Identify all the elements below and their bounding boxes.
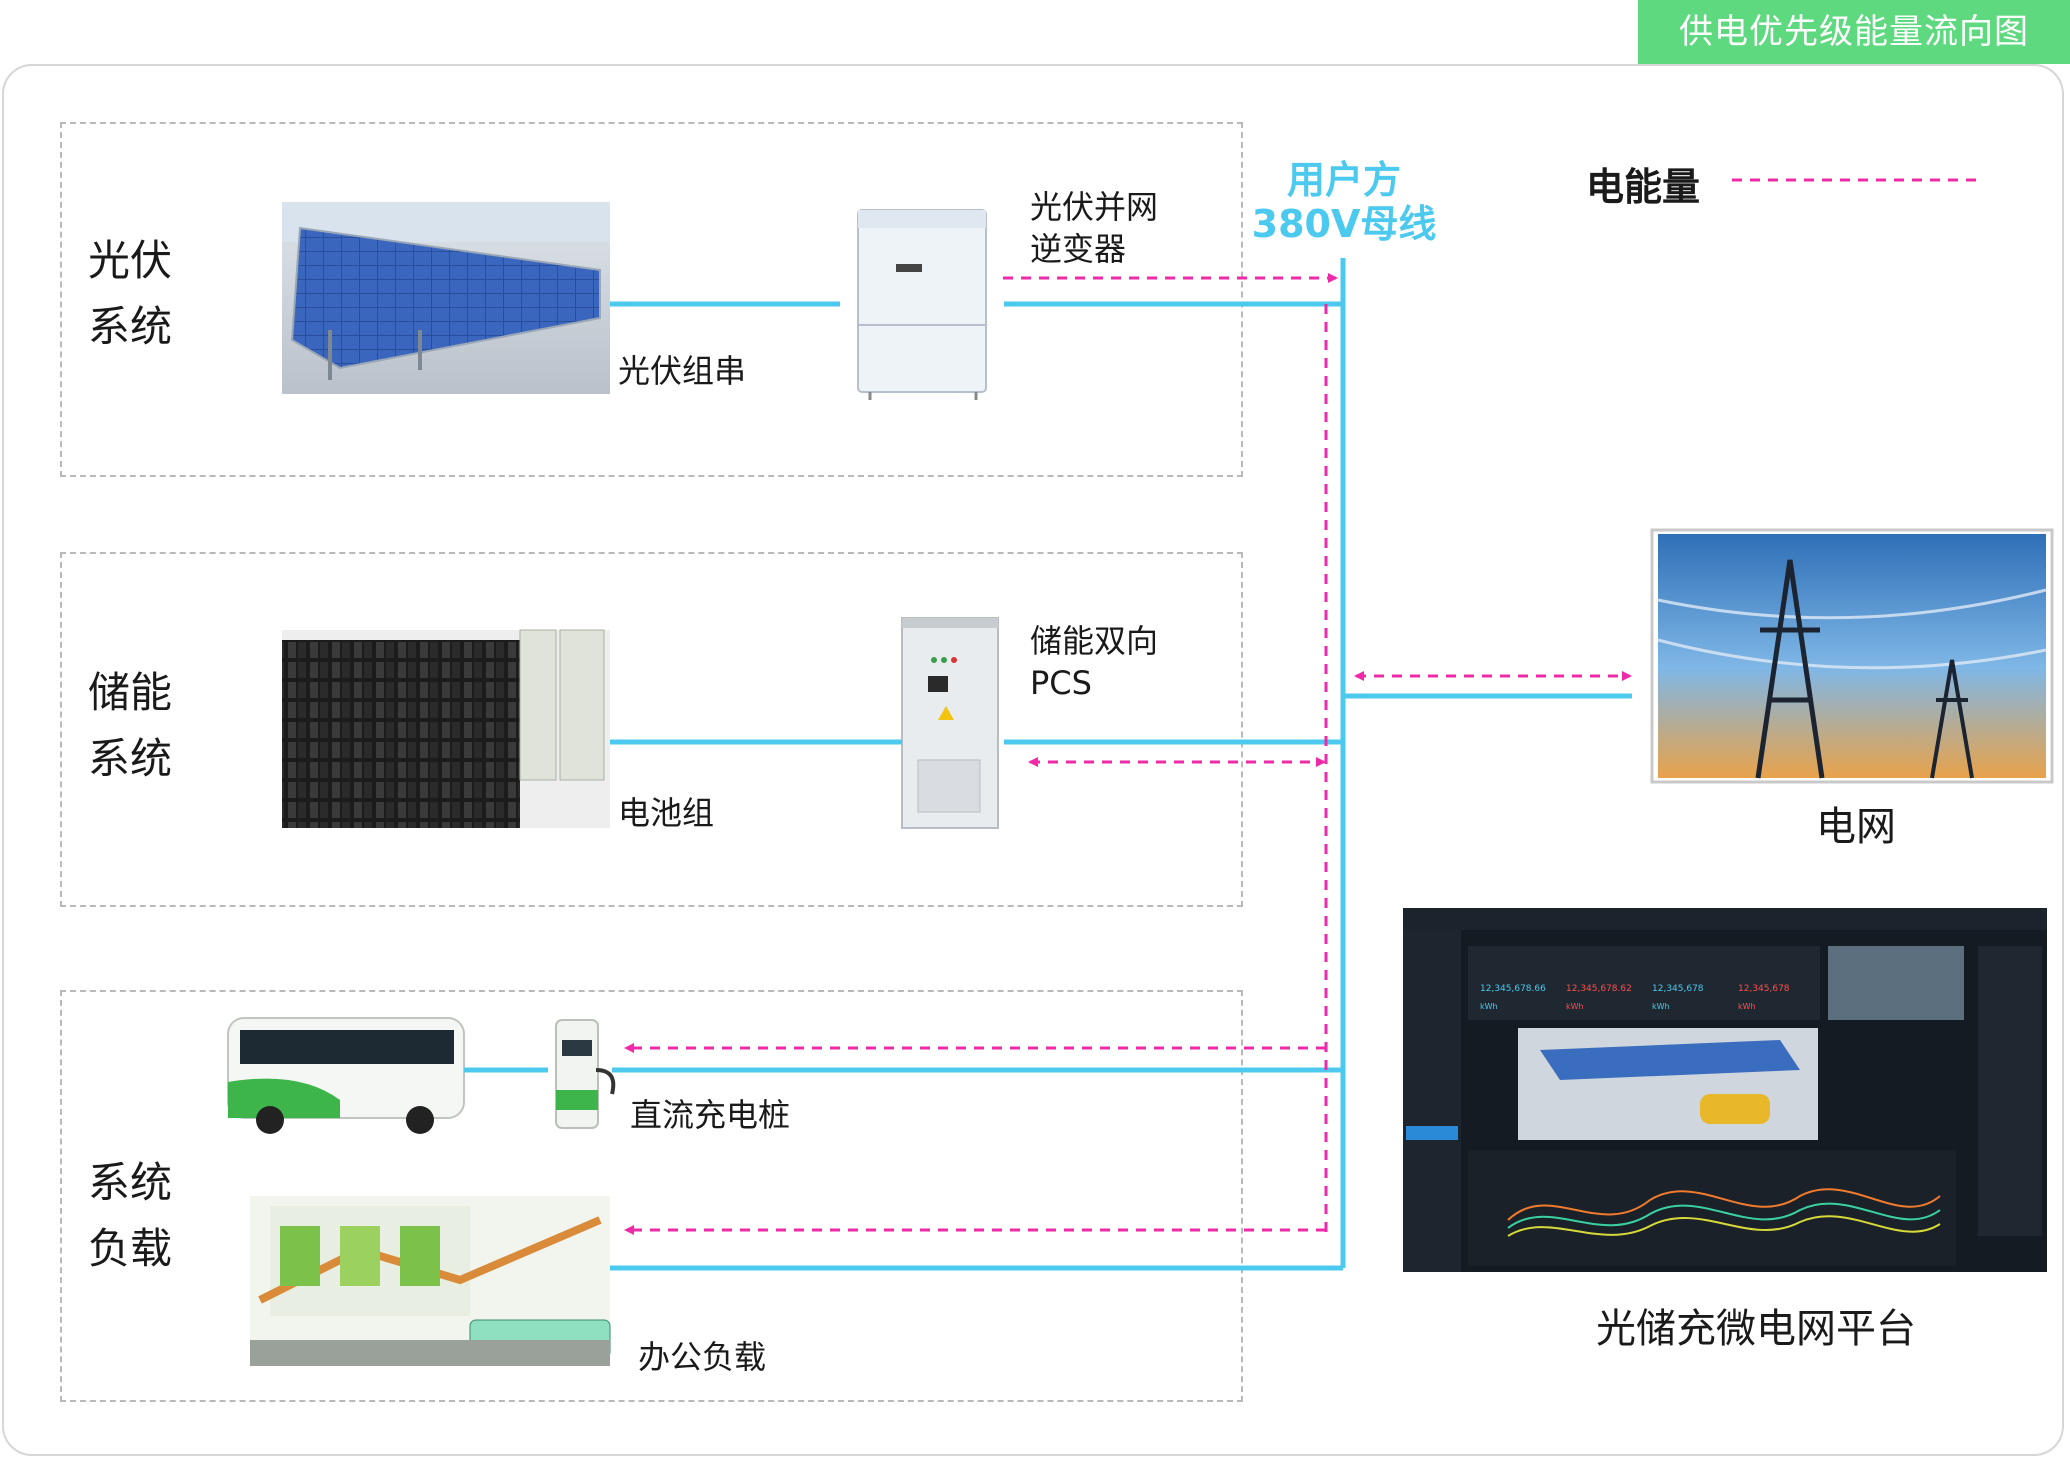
load-system-box <box>60 990 1243 1402</box>
platform-unit-2: kWh <box>1566 1002 1584 1011</box>
diagram-frame <box>2 64 2064 1456</box>
storage-system-box <box>60 552 1243 907</box>
platform-unit-3: kWh <box>1652 1002 1670 1011</box>
battery-bank-image <box>282 629 610 828</box>
platform-unit-1: kWh <box>1480 1002 1498 1011</box>
platform-value-1: 12,345,678.66 <box>1480 984 1546 994</box>
legend-label: 电能量 <box>1586 165 1701 209</box>
pcs-cabinet-image <box>901 617 999 829</box>
grid-label: 电网 <box>1816 804 1896 850</box>
pv-string-label: 光伏组串 <box>618 352 747 390</box>
charger-label: 直流充电桩 <box>630 1096 791 1134</box>
power-grid-image <box>1650 528 2054 784</box>
dc-charger-image <box>555 1019 616 1129</box>
platform-value-3: 12,345,678 <box>1652 984 1704 994</box>
platform-dashboard-image <box>1403 908 2047 1272</box>
platform-unit-4: kWh <box>1738 1002 1756 1011</box>
platform-value-2: 12,345,678.62 <box>1566 984 1632 994</box>
pv-system-box <box>60 122 1243 477</box>
battery-label: 电池组 <box>618 794 715 832</box>
pv-string-image <box>282 202 610 394</box>
electric-bus-image <box>227 1017 465 1134</box>
office-label: 办公负载 <box>638 1338 767 1376</box>
bus-label: 用户方 380V母线 <box>1251 158 1437 246</box>
energy-flow-lines <box>624 178 1982 1235</box>
pcs-label: 储能双向 PCS <box>1030 622 1159 702</box>
platform-value-4: 12,345,678 <box>1738 984 1790 994</box>
storage-system-name: 储能 系统 <box>88 668 173 783</box>
platform-label: 光储充微电网平台 <box>1596 1306 1916 1352</box>
office-building-image <box>250 1196 611 1366</box>
load-system-name: 系统 负载 <box>88 1158 173 1273</box>
power-lines <box>464 258 1632 1271</box>
pv-system-name: 光伏 系统 <box>88 236 173 351</box>
diagram-title: 供电优先级能量流向图 <box>1638 0 2070 64</box>
inverter-label: 光伏并网 逆变器 <box>1030 188 1159 268</box>
pv-inverter-image <box>857 209 987 400</box>
